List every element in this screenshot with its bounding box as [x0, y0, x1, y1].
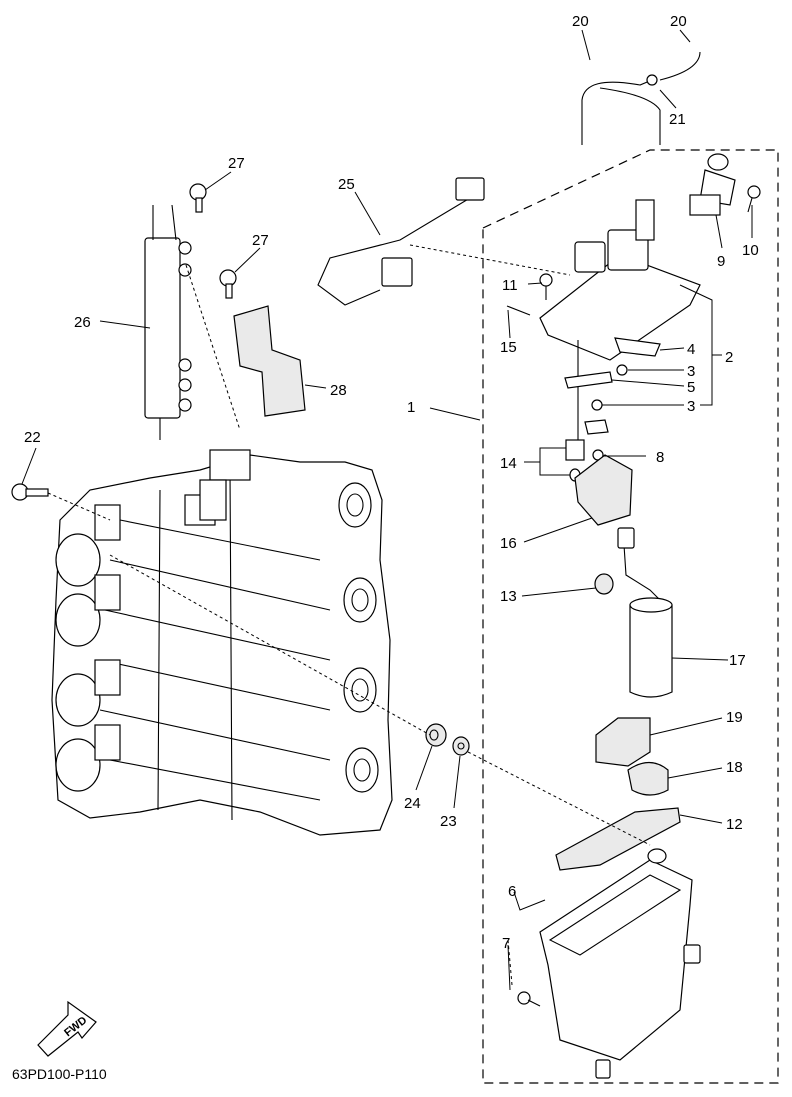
callout-22: 22: [24, 429, 41, 446]
callout-10: 10: [742, 242, 759, 259]
harness-25: [317, 177, 485, 306]
tee-21: [646, 74, 658, 86]
callout-6: 6: [508, 883, 516, 900]
callout-26: 26: [74, 314, 91, 331]
vapor-separator-cover-2: [539, 199, 701, 440]
engine-block: [51, 449, 393, 836]
screw-3b: [591, 399, 603, 411]
callout-8: 8: [656, 449, 664, 466]
callout-12: 12: [726, 816, 743, 833]
callout-20-right: 20: [670, 13, 687, 30]
pressure-regulator-9: [689, 153, 736, 216]
callout-14: 14: [500, 455, 517, 472]
pin-15: [506, 305, 531, 316]
callout-2: 2: [725, 349, 733, 366]
washer-23: [452, 736, 470, 756]
float-arm-5: [564, 371, 613, 389]
bolt-27-upper: [189, 183, 207, 213]
callout-27-lower: 27: [252, 232, 269, 249]
bolt-27-lower: [219, 269, 237, 299]
screw-10: [747, 185, 761, 213]
fuel-rail-26: [144, 204, 192, 440]
callout-7: 7: [502, 935, 510, 952]
callout-28: 28: [330, 382, 347, 399]
callout-18: 18: [726, 759, 743, 776]
callout-5: 5: [687, 379, 695, 396]
callout-1: 1: [407, 399, 415, 416]
filter-19: [595, 717, 651, 767]
callout-17: 17: [729, 652, 746, 669]
fuel-pump-17: [617, 527, 673, 698]
float-16: [574, 454, 633, 526]
clip-4: [614, 337, 661, 357]
screw-11: [539, 273, 553, 300]
callout-27-upper: 27: [228, 155, 245, 172]
fwd-arrow-icon: FWD: [37, 1000, 97, 1057]
callout-20-left: 20: [572, 13, 589, 30]
grommet-24: [425, 723, 447, 747]
hoses-20: [581, 51, 701, 145]
bracket-8-part: [584, 419, 609, 435]
callout-21: 21: [669, 111, 686, 128]
assembly-lines: [47, 244, 651, 986]
leader-lines: [21, 29, 753, 991]
callout-23: 23: [440, 813, 457, 830]
callout-3-upper: 3: [687, 363, 695, 380]
callout-24: 24: [404, 795, 421, 812]
assembly-boundary: [482, 149, 779, 1084]
gasket-12: [555, 807, 681, 871]
callout-25: 25: [338, 176, 355, 193]
callout-19: 19: [726, 709, 743, 726]
callout-9: 9: [717, 253, 725, 270]
callout-labels: 20 20 21 9 10 11 15 4 2 3 5 3 1 8 14 16 …: [24, 13, 759, 952]
callout-11: 11: [502, 277, 518, 294]
bracket-28: [233, 305, 306, 417]
screw-7: [517, 991, 541, 1007]
callout-3-lower: 3: [687, 398, 695, 415]
callout-13: 13: [500, 588, 517, 605]
screw-3a: [616, 364, 628, 376]
callout-15: 15: [500, 339, 517, 356]
diagram-code: 63PD100-P110: [12, 1066, 107, 1082]
bolt-22: [11, 483, 49, 501]
holder-18: [627, 761, 669, 796]
callout-4: 4: [687, 341, 695, 358]
float-chamber-6: [539, 848, 701, 1079]
callout-16: 16: [500, 535, 517, 552]
grommet-13: [594, 573, 614, 595]
